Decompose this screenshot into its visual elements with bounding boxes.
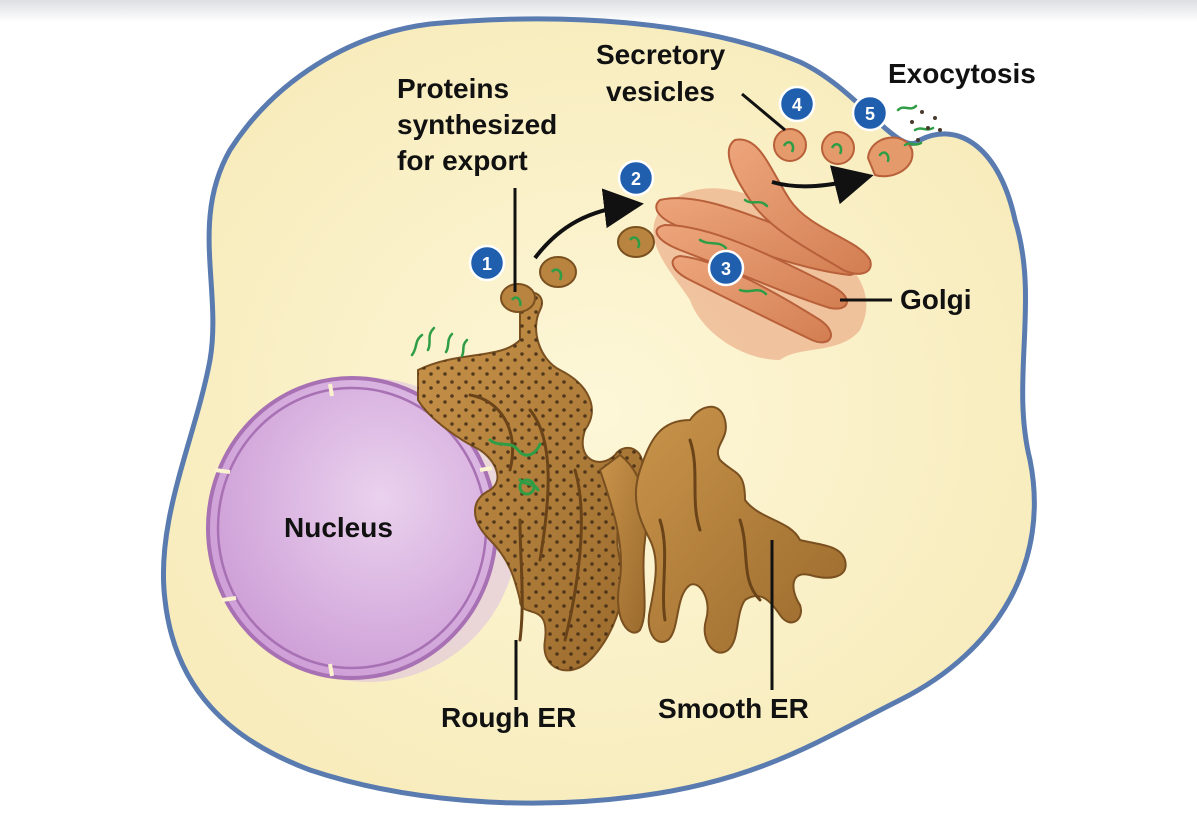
secretory-vesicles (773, 128, 855, 165)
secretory-label-line-2: vesicles (606, 76, 715, 107)
arrow-golgi-to-membrane (771, 165, 874, 205)
rough-er (410, 291, 648, 672)
smooth-er-label: Smooth ER (658, 693, 809, 724)
secretory-leader-line (741, 92, 786, 132)
proteins-label-line-3: for export (397, 145, 528, 176)
step-badge-2: 2 (617, 159, 655, 197)
nucleus-label: Nucleus (284, 512, 393, 543)
step-badge-4: 4 (778, 85, 816, 123)
step-3-number: 3 (721, 259, 731, 279)
exocytosis-label: Exocytosis (888, 58, 1036, 89)
exocytosis-site (866, 104, 942, 178)
smooth-er (634, 405, 847, 654)
proteins-label-line-2: synthesized (397, 109, 557, 140)
step-1-number: 1 (482, 254, 492, 274)
rough-er-label: Rough ER (441, 702, 576, 733)
step-2-number: 2 (631, 169, 641, 189)
step-badge-1: 1 (468, 244, 506, 282)
transport-vesicles (500, 226, 655, 313)
secretory-label-line-1: Secretory (596, 39, 726, 70)
nucleus (206, 376, 518, 682)
step-badge-3: 3 (707, 249, 745, 287)
step-4-number: 4 (792, 95, 802, 115)
arrow-er-to-golgi (533, 188, 644, 260)
step-badge-5: 5 (851, 94, 889, 132)
proteins-label-line-1: Proteins (397, 73, 509, 104)
step-5-number: 5 (865, 104, 875, 124)
golgi-apparatus (653, 138, 872, 360)
window-top-bar (0, 0, 1197, 22)
golgi-label: Golgi (900, 284, 972, 315)
